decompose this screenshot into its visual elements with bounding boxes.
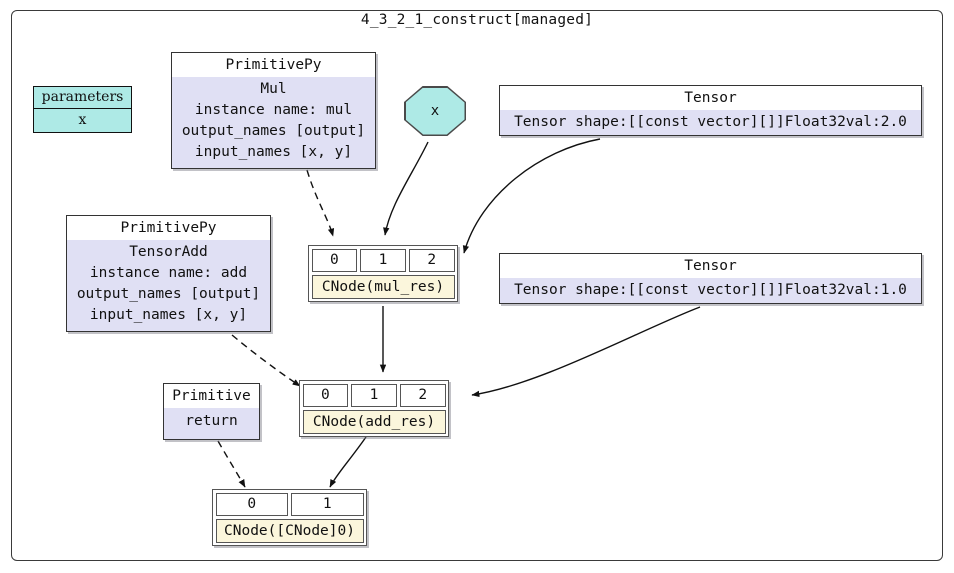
return-cnode-port-0[interactable]: 0 [215,492,288,516]
return-cnode-label: CNode([CNode]0) [215,518,364,543]
add-primitive-header: PrimitivePy [67,216,270,240]
add-res-port-1[interactable]: 1 [351,383,397,407]
return-cnode[interactable]: 0 1 CNode([CNode]0) [212,489,367,546]
mul-primitive-header: PrimitivePy [172,53,375,77]
mul-res-port-0[interactable]: 0 [311,248,358,272]
mul-res-label: CNode(mul_res) [311,274,455,299]
add-res-port-2[interactable]: 2 [399,383,446,407]
tensor-2-node[interactable]: Tensor Tensor shape:[[const vector][]]Fl… [499,85,922,136]
x-node-label: x [430,103,440,119]
mul-output-names: output_names [output] [181,123,366,139]
graph-title: 4_3_2_1_construct[managed] [360,12,594,28]
return-primitive-header: Primitive [164,384,259,408]
tensor-1-body: Tensor shape:[[const vector][]]Float32va… [514,282,907,298]
x-parameter-node[interactable]: x [404,86,466,136]
mul-primitive-name: Mul [260,81,287,97]
mul-res-port-2[interactable]: 2 [408,248,455,272]
tensor-2-body: Tensor shape:[[const vector][]]Float32va… [514,114,907,130]
return-cnode-ports: 0 1 [215,492,364,516]
add-primitive-name: TensorAdd [129,244,208,260]
parameters-node[interactable]: parameters x [33,86,132,133]
tensor-1-header: Tensor [500,254,921,278]
parameters-value: x [78,112,87,128]
return-cnode-port-1[interactable]: 1 [291,492,364,516]
add-primitive-node[interactable]: PrimitivePy TensorAdd instance name: add… [66,215,271,332]
x-node-label-wrap: x [405,87,465,135]
add-res-label: CNode(add_res) [302,409,446,434]
mul-primitive-node[interactable]: PrimitivePy Mul instance name: mul outpu… [171,52,376,169]
return-primitive-name: return [185,413,238,429]
add-input-names: input_names [x, y] [89,307,248,323]
return-primitive-node[interactable]: Primitive return [163,383,260,440]
mul-input-names: input_names [x, y] [194,144,353,160]
mul-res-ports: 0 1 2 [311,248,455,272]
mul-res-cnode[interactable]: 0 1 2 CNode(mul_res) [308,245,458,302]
add-instance-name: instance name: add [89,265,248,281]
tensor-2-header: Tensor [500,86,921,110]
parameters-header: parameters [34,87,131,109]
mul-res-port-1[interactable]: 1 [360,248,406,272]
mul-instance-name: instance name: mul [194,102,353,118]
tensor-1-node[interactable]: Tensor Tensor shape:[[const vector][]]Fl… [499,253,922,304]
add-res-ports: 0 1 2 [302,383,446,407]
add-res-port-0[interactable]: 0 [302,383,349,407]
add-res-cnode[interactable]: 0 1 2 CNode(add_res) [299,380,449,437]
add-output-names: output_names [output] [76,286,261,302]
